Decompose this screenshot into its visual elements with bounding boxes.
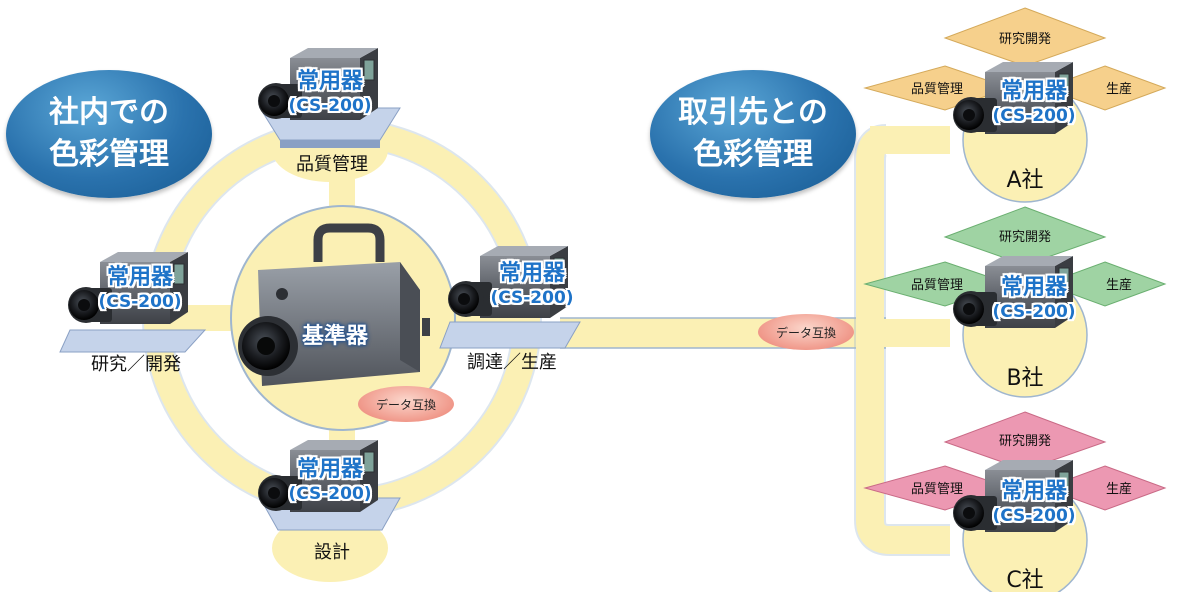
department-left-label: 研究／開発 bbox=[91, 354, 181, 375]
instrument-bottom-label: 常用器(CS-200) bbox=[288, 457, 372, 505]
instrument-company-b-label: 常用器(CS-200) bbox=[992, 275, 1076, 323]
department-right-label: 調達／生産 bbox=[467, 352, 557, 373]
data-exchange-internal: データ互換 bbox=[358, 386, 454, 422]
company-b-tile-rd: 研究開発 bbox=[998, 230, 1051, 245]
instrument-left-label: 常用器(CS-200) bbox=[98, 265, 182, 313]
platform-right bbox=[439, 321, 581, 349]
platform-left bbox=[59, 329, 207, 353]
company-a-tile-qc: 品質管理 bbox=[910, 82, 963, 97]
company-b-name: B社 bbox=[1006, 366, 1044, 391]
reference-instrument-icon bbox=[238, 223, 430, 386]
internal-title-line1: 社内での bbox=[49, 95, 169, 130]
external-title-bubble: 取引先との 色彩管理 bbox=[650, 70, 856, 198]
company-c-tile-qc: 品質管理 bbox=[910, 482, 963, 497]
instrument-right-label: 常用器(CS-200) bbox=[490, 261, 574, 309]
internal-title-line2: 色彩管理 bbox=[49, 137, 169, 172]
internal-title-bubble: 社内での 色彩管理 bbox=[6, 70, 212, 198]
reference-instrument-label: 基準器 bbox=[301, 324, 368, 349]
company-c-tile-rd: 研究開発 bbox=[998, 434, 1051, 449]
instrument-company-c-label: 常用器(CS-200) bbox=[992, 479, 1076, 527]
external-title-line2: 色彩管理 bbox=[693, 137, 813, 172]
company-c-tile-prod: 生産 bbox=[1105, 482, 1132, 497]
instrument-company-a-label: 常用器(CS-200) bbox=[992, 79, 1076, 127]
company-a-tile-prod: 生産 bbox=[1105, 82, 1132, 97]
company-a-name: A社 bbox=[1006, 168, 1044, 193]
external-title-line1: 取引先との bbox=[678, 95, 828, 130]
department-top-label: 品質管理 bbox=[296, 154, 368, 175]
data-exchange-external: データ互換 bbox=[758, 314, 854, 350]
instrument-top-label: 常用器(CS-200) bbox=[288, 69, 372, 117]
company-b-tile-qc: 品質管理 bbox=[910, 278, 963, 293]
department-bottom-label: 設計 bbox=[314, 542, 350, 563]
company-c-name: C社 bbox=[1006, 568, 1044, 593]
company-b-tile-prod: 生産 bbox=[1105, 278, 1132, 293]
company-a-tile-rd: 研究開発 bbox=[998, 32, 1051, 47]
